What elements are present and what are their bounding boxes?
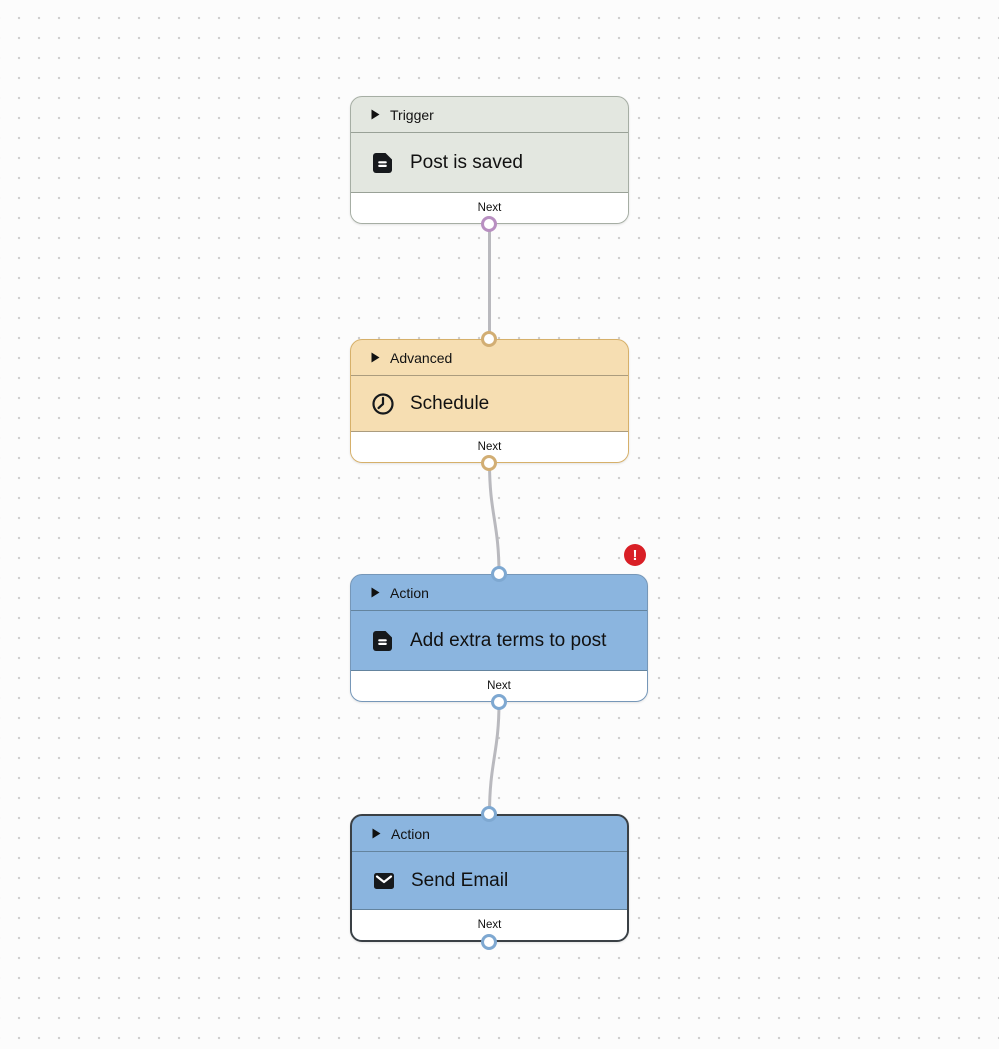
- node-header[interactable]: Action: [351, 575, 647, 611]
- edge-connector[interactable]: [488, 700, 501, 816]
- node-title: Schedule: [410, 392, 490, 414]
- next-label: Next: [477, 441, 502, 453]
- disclosure-triangle-icon[interactable]: [372, 828, 381, 839]
- node-body: Post is saved: [351, 133, 628, 192]
- port-output-action-add-extra-terms[interactable]: [491, 694, 507, 710]
- node-header[interactable]: Advanced: [351, 340, 628, 376]
- node-footer: Next: [352, 909, 627, 940]
- clock-icon: [371, 392, 395, 416]
- next-label: Next: [477, 202, 502, 214]
- node-body: Add extra terms to post: [351, 611, 647, 670]
- node-header[interactable]: Trigger: [351, 97, 628, 133]
- port-output-action-send-email[interactable]: [481, 934, 497, 950]
- node-category-label: Trigger: [390, 106, 434, 123]
- node-header[interactable]: Action: [352, 816, 627, 852]
- port-input-advanced[interactable]: [481, 331, 497, 347]
- error-badge[interactable]: !: [624, 544, 646, 566]
- node-category-label: Action: [391, 825, 430, 842]
- port-input-action-send-email[interactable]: [481, 806, 497, 822]
- node-body: Send Email: [352, 852, 627, 909]
- workflow-node-action-add-extra-terms[interactable]: Action Add extra terms to post Next: [350, 574, 648, 702]
- error-badge-label: !: [632, 546, 638, 564]
- node-body: Schedule: [351, 376, 628, 431]
- mail-icon: [372, 869, 396, 893]
- node-title: Post is saved: [410, 151, 523, 173]
- disclosure-triangle-icon[interactable]: [371, 587, 380, 598]
- document-icon: [371, 151, 395, 175]
- node-footer: Next: [351, 192, 628, 223]
- node-footer: Next: [351, 670, 647, 701]
- next-label: Next: [487, 680, 511, 692]
- next-label: Next: [477, 919, 502, 931]
- node-title: Add extra terms to post: [410, 629, 607, 651]
- workflow-node-advanced[interactable]: Advanced Schedule Next: [350, 339, 629, 463]
- port-output-trigger[interactable]: [481, 216, 497, 232]
- node-category-label: Advanced: [390, 349, 453, 366]
- disclosure-triangle-icon[interactable]: [371, 109, 380, 120]
- document-icon: [371, 629, 395, 653]
- port-output-advanced[interactable]: [481, 455, 497, 471]
- edge-connector[interactable]: [488, 461, 501, 576]
- port-input-action-add-extra-terms[interactable]: [491, 566, 507, 582]
- node-title: Send Email: [411, 869, 509, 891]
- disclosure-triangle-icon[interactable]: [371, 352, 380, 363]
- node-category-label: Action: [390, 584, 429, 601]
- workflow-node-action-send-email[interactable]: Action Send Email Next: [350, 814, 629, 942]
- workflow-node-trigger[interactable]: Trigger Post is saved Next: [350, 96, 629, 224]
